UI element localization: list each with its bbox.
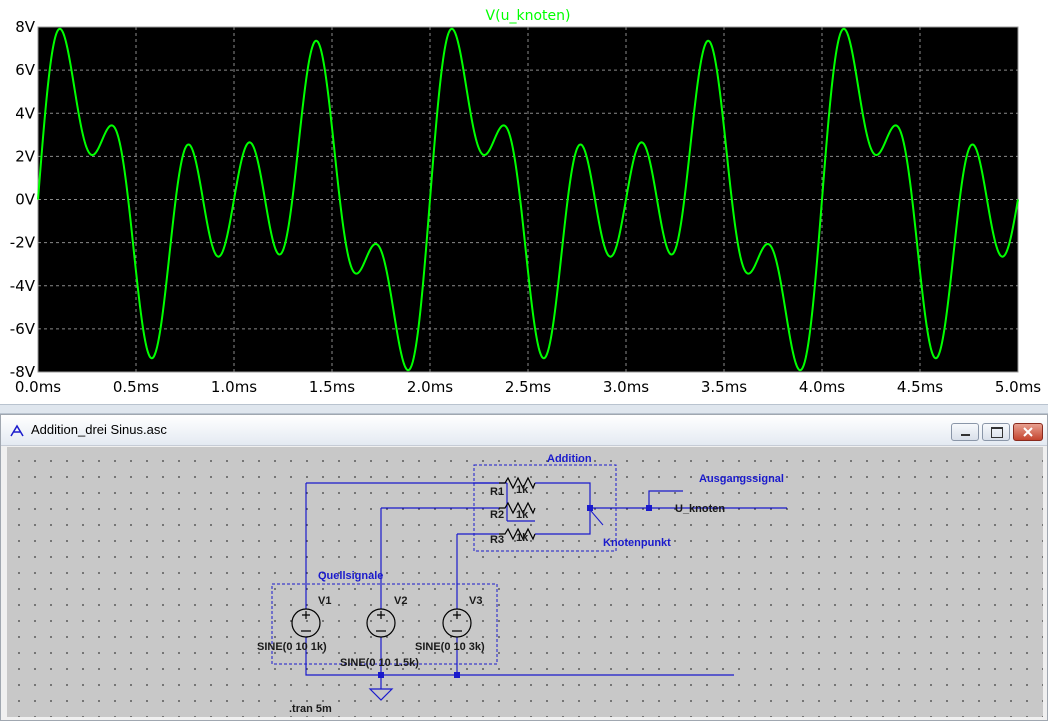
minimize-button[interactable] <box>951 423 979 441</box>
v1-name[interactable]: V1 <box>318 595 331 607</box>
x-tick-label: 0.0ms <box>15 378 61 396</box>
minimize-icon <box>961 434 970 436</box>
junction-dots <box>378 505 652 678</box>
r3-name[interactable]: R3 <box>490 534 504 546</box>
schematic-window-title: Addition_drei Sinus.asc <box>31 422 167 437</box>
waveform-chart[interactable]: 8V 6V 4V 2V 0V -2V -4V -6V -8V 0.0ms 0.5ms 1.0ms 1.… <box>0 0 1048 404</box>
v1-value[interactable]: SINE(0 10 1k) <box>257 641 327 653</box>
v2-value[interactable]: SINE(0 10 1.5k) <box>340 657 419 669</box>
close-icon <box>1023 427 1033 437</box>
r1-value[interactable]: 1k <box>516 484 529 496</box>
wire-ground-rail[interactable] <box>305 637 734 689</box>
y-axis-ticks: 8V 6V 4V 2V 0V -2V -4V -6V -8V <box>10 18 36 381</box>
addition-box <box>473 464 617 552</box>
x-tick-label: 3.5ms <box>701 378 747 396</box>
trace-v-u-knoten <box>37 27 1019 372</box>
knotenpunkt-pointer <box>590 510 604 526</box>
y-tick-label: -8V <box>10 363 36 381</box>
x-tick-label: 1.0ms <box>211 378 257 396</box>
source-v2[interactable] <box>366 608 396 638</box>
y-tick-label: 8V <box>15 18 36 36</box>
maximize-icon <box>991 427 1003 438</box>
resistor-r2[interactable] <box>499 501 536 515</box>
v3-name[interactable]: V3 <box>469 595 482 607</box>
source-v3[interactable] <box>442 608 472 638</box>
maximize-button[interactable] <box>982 423 1010 441</box>
label-u-knoten[interactable]: U_knoten <box>675 503 725 515</box>
resistors[interactable] <box>499 476 536 541</box>
schematic-window: Addition_drei Sinus.asc <box>0 414 1048 721</box>
label-quellsignale[interactable]: Quellsignale <box>318 570 383 582</box>
x-tick-label: 2.5ms <box>505 378 551 396</box>
ltspice-schematic-icon <box>10 424 24 437</box>
x-tick-label: 2.0ms <box>407 378 453 396</box>
resistor-r3[interactable] <box>499 527 536 541</box>
x-tick-label: 4.5ms <box>897 378 943 396</box>
y-tick-label: 4V <box>15 104 36 122</box>
r2-value[interactable]: 1k <box>516 509 529 521</box>
r3-value[interactable]: 1k <box>516 532 529 544</box>
voltage-sources[interactable] <box>291 608 472 638</box>
schematic-titlebar[interactable]: Addition_drei Sinus.asc <box>1 415 1047 446</box>
x-tick-label: 4.0ms <box>799 378 845 396</box>
x-tick-label: 5.0ms <box>995 378 1041 396</box>
y-tick-label: -4V <box>10 277 36 295</box>
plot-area[interactable] <box>38 27 1018 372</box>
waveform-plot-pane[interactable]: 8V 6V 4V 2V 0V -2V -4V -6V -8V 0.0ms 0.5ms 1.0ms 1.… <box>0 0 1048 404</box>
quellsignale-box <box>271 583 498 665</box>
x-axis-ticks: 0.0ms 0.5ms 1.0ms 1.5ms 2.0ms 2.5ms 3.0ms 3.5ms… <box>15 378 1041 396</box>
y-tick-label: 6V <box>15 61 36 79</box>
pane-splitter[interactable] <box>0 404 1048 414</box>
schematic-canvas[interactable]: Addition Ausgangssignal U_knoten Knotenp… <box>7 447 1043 717</box>
resistor-r1[interactable] <box>499 476 536 490</box>
v2-name[interactable]: V2 <box>394 595 407 607</box>
y-tick-label: 2V <box>15 147 36 165</box>
schematic-drawing[interactable]: Addition Ausgangssignal U_knoten Knotenp… <box>7 447 1043 717</box>
annotation-boxes <box>271 464 617 665</box>
y-tick-label: -2V <box>10 234 36 252</box>
label-addition[interactable]: Addition <box>547 453 592 465</box>
x-tick-label: 3.0ms <box>603 378 649 396</box>
y-tick-label: 0V <box>15 191 36 209</box>
label-knotenpunkt[interactable]: Knotenpunkt <box>603 537 671 549</box>
x-tick-label: 0.5ms <box>113 378 159 396</box>
label-ausgangssignal[interactable]: Ausgangssignal <box>699 473 784 485</box>
r2-name[interactable]: R2 <box>490 509 504 521</box>
y-tick-label: -6V <box>10 320 36 338</box>
close-button[interactable] <box>1013 423 1043 441</box>
v3-value[interactable]: SINE(0 10 3k) <box>415 641 485 653</box>
x-tick-label: 1.5ms <box>309 378 355 396</box>
trace-title[interactable]: V(u_knoten) <box>486 8 571 24</box>
directive-tran[interactable]: .tran 5m <box>289 703 332 715</box>
source-v1[interactable] <box>291 608 321 638</box>
r1-name[interactable]: R1 <box>490 486 504 498</box>
ground-icon[interactable] <box>368 688 394 701</box>
